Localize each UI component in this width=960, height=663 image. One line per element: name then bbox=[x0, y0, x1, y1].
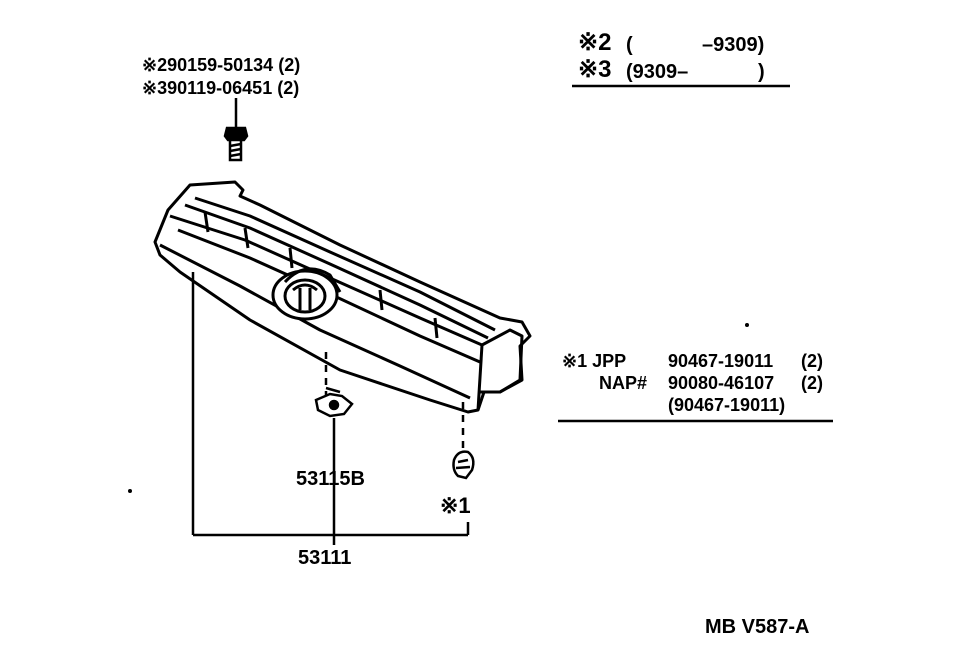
clip-nap-qty: (2) bbox=[801, 373, 823, 393]
radiator-grille bbox=[153, 180, 532, 414]
clip-jpp-label: ※1 JPP bbox=[562, 351, 627, 371]
clip-icon bbox=[452, 450, 475, 480]
bracket-icon bbox=[314, 386, 354, 418]
grille-part-label: 53111 bbox=[298, 547, 352, 569]
clip-ref-label: ※1 bbox=[440, 493, 471, 518]
screw-icon bbox=[223, 98, 249, 162]
diagram-code: MB V587-A bbox=[705, 616, 810, 638]
legend-paren-close: ) bbox=[758, 61, 765, 83]
screw-part-number-2: ※290159-50134 (2) bbox=[142, 55, 301, 75]
clip-jpp-part: 90467-19011 bbox=[668, 351, 774, 371]
screw-part-number-3: ※390119-06451 (2) bbox=[142, 78, 300, 98]
legend-range-2: –9309) bbox=[702, 34, 765, 56]
bracket-part-label: 53115B bbox=[296, 468, 365, 490]
clip-nap-part: 90080-46107 bbox=[668, 373, 775, 393]
clip-nap-label: NAP# bbox=[599, 373, 648, 393]
legend-mark-3: ※3 bbox=[578, 56, 612, 83]
legend-mark-2: ※2 bbox=[578, 29, 612, 56]
legend-paren-open: ( bbox=[626, 34, 633, 56]
legend-range-3: (9309– bbox=[626, 61, 689, 83]
clip-nap-alt-part: (90467-19011) bbox=[668, 395, 786, 415]
clip-jpp-qty: (2) bbox=[801, 351, 823, 371]
